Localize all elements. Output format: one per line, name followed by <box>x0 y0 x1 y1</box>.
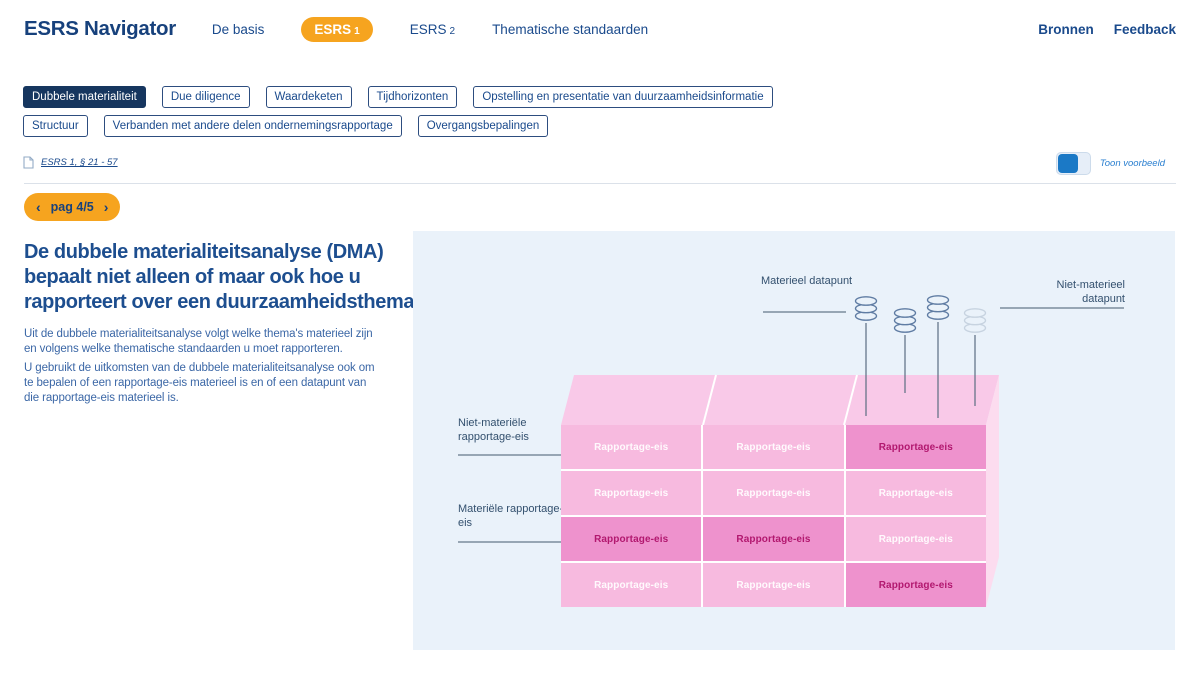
rapportage-eis-cell: Rapportage-eis <box>703 563 844 607</box>
rapportage-eis-cell: Rapportage-eis <box>845 563 986 607</box>
rapportage-eis-cell: Rapportage-eis <box>845 471 986 515</box>
rapportage-eis-cell: Rapportage-eis <box>561 471 702 515</box>
filter-chip[interactable]: Opstelling en presentatie van duurzaamhe… <box>473 86 773 108</box>
label-materiele-rapportage-eis: Materiële rapportage-eis <box>458 503 564 529</box>
page-prev-button[interactable]: ‹ <box>36 199 41 215</box>
page-next-button[interactable]: › <box>103 199 109 215</box>
article-paragraph: U gebruikt de uitkomsten van de dubbele … <box>24 362 375 404</box>
pagination: ‹ pag 4/5 › <box>24 193 121 221</box>
rapportage-eis-cell: Rapportage-eis <box>845 517 986 561</box>
rapportage-eis-cell: Rapportage-eis <box>703 471 844 515</box>
link-feedback[interactable]: Feedback <box>1113 21 1176 37</box>
esrs-paragraph-link[interactable]: ESRS 1, § 21 - 57 <box>41 157 118 168</box>
toggle-knob <box>1057 154 1078 173</box>
rapportage-eis-cell: Rapportage-eis <box>703 517 844 561</box>
filter-chip[interactable]: Tijdhorizonten <box>367 86 458 108</box>
app-logo[interactable]: ESRS Navigator <box>24 17 176 40</box>
preview-toggle-row: Toon voorbeeld <box>1055 152 1165 175</box>
filter-chip[interactable]: Due diligence <box>161 86 250 108</box>
datapoint-database-icon <box>854 296 878 321</box>
datapoint-database-icon <box>893 308 917 333</box>
preview-toggle-label: Toon voorbeeld <box>1099 158 1165 169</box>
box-side-face <box>986 375 999 607</box>
rapportage-eis-cell: Rapportage-eis <box>703 425 844 469</box>
reference-row: ESRS 1, § 21 - 57 <box>23 156 118 169</box>
dma-diagram-graphic <box>458 295 1124 607</box>
rapportage-eis-cell: Rapportage-eis <box>845 425 986 469</box>
article-paragraph: Uit de dubbele materialiteitsanalyse vol… <box>24 328 373 355</box>
nav-thematische-standaarden[interactable]: Thematische standaarden <box>492 21 649 37</box>
filter-chip[interactable]: Overgangsbepalingen <box>417 115 549 137</box>
document-icon <box>23 156 34 169</box>
article: De dubbele materialiteitsanalyse (DMA)be… <box>24 240 415 410</box>
link-bronnen[interactable]: Bronnen <box>1038 21 1094 37</box>
box-top-face <box>561 375 999 425</box>
label-materieel-datapunt: Materieel datapunt <box>761 275 853 287</box>
label-niet-materiele-rapportage-eis: Niet-materiële rapportage-eis <box>458 417 529 443</box>
filter-chip[interactable]: Verbanden met andere delen ondernemingsr… <box>103 115 402 137</box>
nav-de-basis[interactable]: De basis <box>211 21 265 37</box>
page-indicator: pag 4/5 <box>50 200 94 214</box>
datapoint-database-icon <box>963 308 987 333</box>
preview-toggle[interactable] <box>1055 152 1091 175</box>
label-niet-materieel-datapunt: Niet-materieel datapunt <box>1056 279 1125 305</box>
header-divider <box>24 183 1176 184</box>
header-links: Bronnen Feedback <box>1038 22 1176 37</box>
filter-chip[interactable]: Structuur <box>23 115 88 137</box>
article-paragraphs: Uit de dubbele materialiteitsanalyse vol… <box>24 327 380 406</box>
rapportage-eis-cell: Rapportage-eis <box>561 517 702 561</box>
filter-chip[interactable]: Waardeketen <box>265 86 352 108</box>
topic-filter-chips: Dubbele materialiteit Due diligence Waarde… <box>23 86 813 137</box>
datapoint-database-icon <box>926 295 950 320</box>
page-title: De dubbele materialiteitsanalyse (DMA)be… <box>24 241 415 313</box>
filter-chip[interactable]: Dubbele materialiteit <box>23 86 146 108</box>
rapportage-eis-cell: Rapportage-eis <box>561 425 702 469</box>
rapportage-eis-cell: Rapportage-eis <box>561 563 702 607</box>
dma-diagram-panel: Materieel datapunt Niet-materieel datapu… <box>413 231 1175 650</box>
